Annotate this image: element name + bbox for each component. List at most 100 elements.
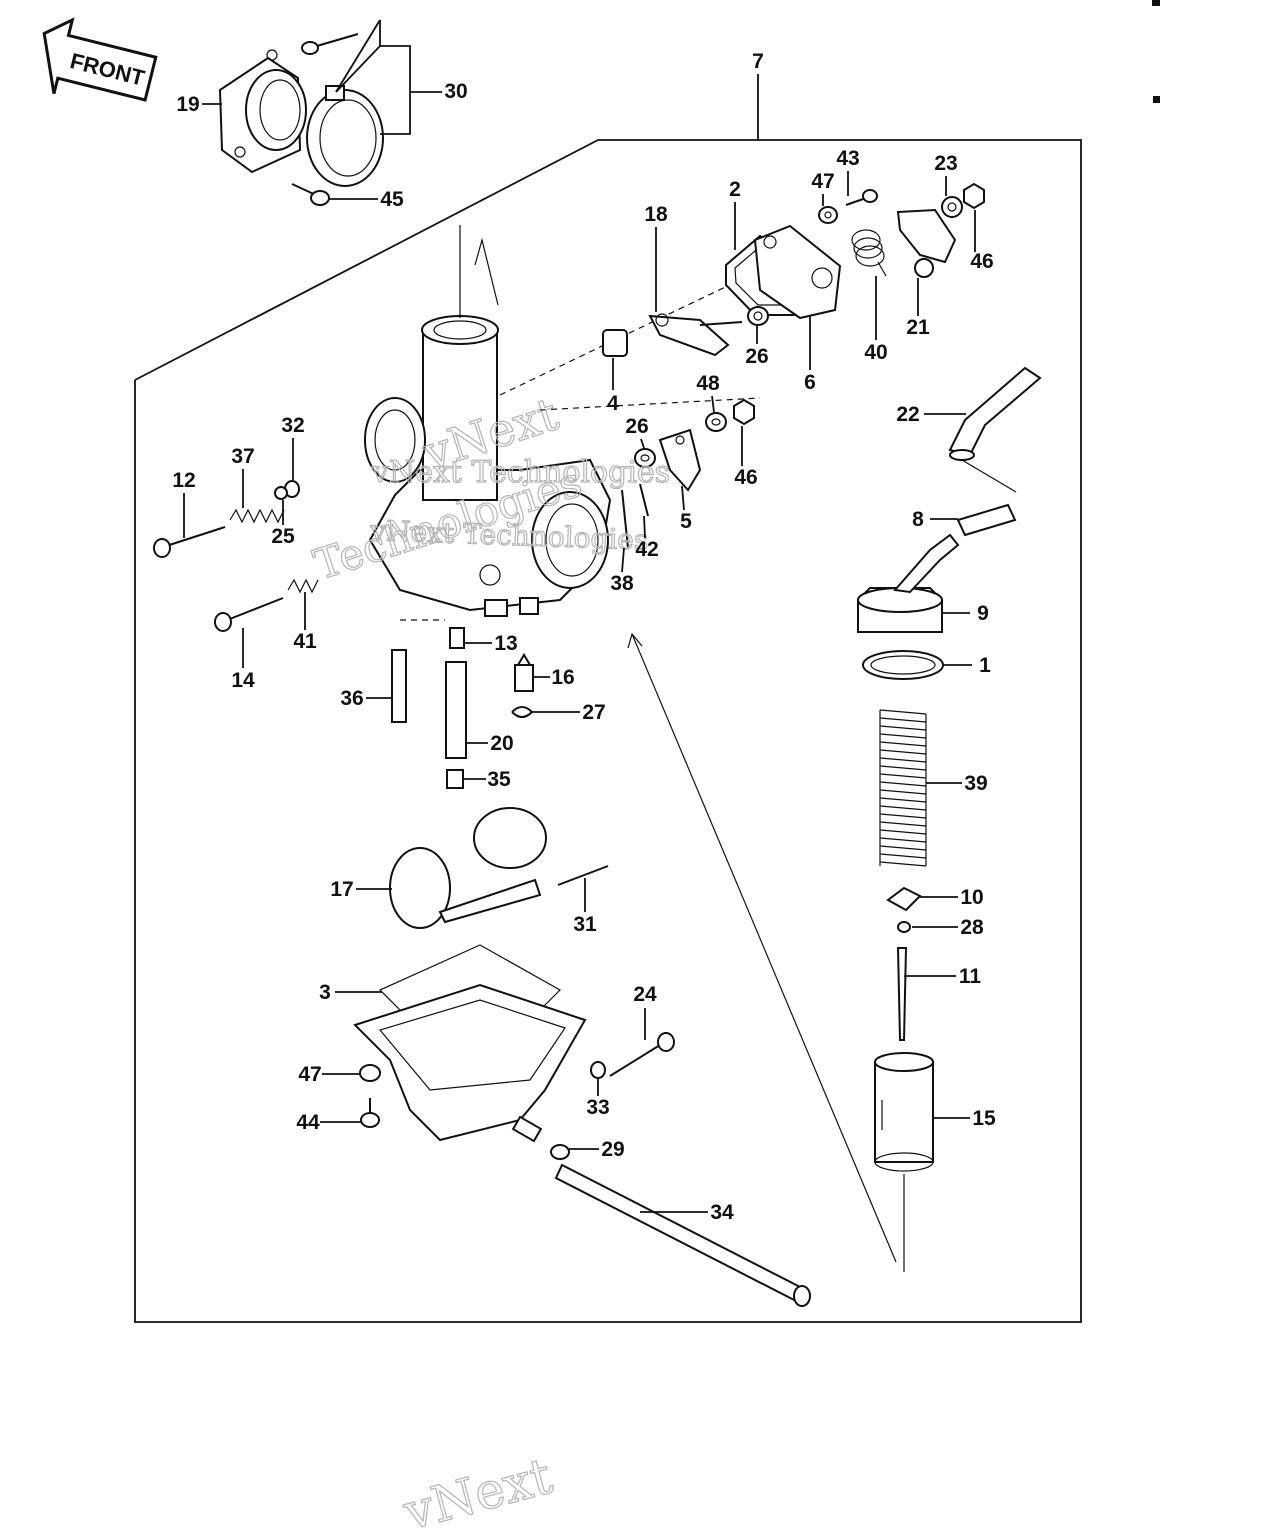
callout-number: 11 [959,965,982,988]
callout-c43: 43 [836,147,860,196]
needle-jet-36-part [391,649,407,723]
mixing-chamber-cap-9-part [857,533,960,633]
callout-leader-line [643,515,646,539]
assembly-guide-line [961,459,1017,493]
assembly-guide-line [539,397,761,411]
callout-c14: 14 [231,628,255,692]
callout-leader-line [380,92,411,135]
callout-c38: 38 [610,547,634,595]
callout-number: 18 [644,203,668,226]
callout-c44: 44 [296,1111,361,1134]
callout-number: 26 [745,345,768,368]
callout-number: 47 [811,170,834,193]
plug-4-part [602,329,628,357]
callout-number: 15 [972,1107,996,1130]
callout-c22: 22 [896,403,966,426]
callout-number: 41 [293,630,317,653]
callout-number: 25 [271,525,295,548]
corner-mark [1152,0,1160,6]
callout-c8: 8 [912,508,958,531]
slide-axis-arrow [474,237,499,306]
throttle-stop-link-part [648,313,743,357]
spring-40-part [851,229,887,277]
callout-c20: 20 [466,732,514,755]
callout-number: 19 [176,93,199,116]
callout-number: 26 [625,415,648,438]
float-bowl-part [353,983,587,1143]
callout-c11: 11 [904,965,981,988]
callout-c34: 34 [640,1201,734,1224]
callout-c3: 3 [319,981,382,1004]
jet-13-part [449,627,465,649]
callout-number: 31 [573,913,597,936]
callout-c2: 2 [729,178,741,250]
callout-number: 39 [964,772,987,795]
callout-number: 7 [752,50,764,73]
callout-c15: 15 [933,1107,996,1130]
float-17-part [389,807,547,929]
pilot-screw-12-part [153,526,226,558]
screw-43-part [845,189,878,206]
needle-clip-10-part [886,886,922,912]
callout-leader-line [711,395,715,413]
callout-number: 13 [494,632,517,655]
callout-c17: 17 [330,878,392,901]
screw-44-part [360,1098,380,1128]
nut-46-top-part [963,182,985,210]
spring-37-part [229,508,285,524]
assembly-guide-arrow [627,632,643,649]
callout-c32: 32 [281,414,305,480]
callout-c29: 29 [569,1138,625,1161]
washer-48-part [705,412,727,432]
callout-c41: 41 [293,592,317,653]
callout-number: 36 [340,687,363,710]
callout-c21: 21 [906,278,930,339]
callout-c46a: 46 [970,210,994,273]
screw-45-part [291,183,330,206]
callout-c6: 6 [804,316,816,394]
callout-c24: 24 [633,983,657,1040]
callout-number: 17 [330,878,353,901]
clip-28-part [897,921,911,933]
clip-29-part [550,1144,570,1160]
callout-c5: 5 [680,485,692,533]
callout-number: 21 [906,316,930,339]
callout-c40: 40 [864,276,888,364]
callout-number: 35 [487,768,511,791]
callout-c26b: 26 [625,415,649,449]
oring-25-part [274,486,288,500]
callout-number: 20 [490,732,513,755]
callout-number: 28 [960,916,984,939]
corner-mark [1153,96,1160,103]
spring-41-part [287,578,319,594]
callout-c19: 19 [176,93,222,116]
nut-46-mid-part [733,398,755,426]
callout-number: 27 [582,701,605,724]
callout-number: 33 [586,1096,609,1119]
callout-number: 40 [864,341,887,364]
callout-c31: 31 [573,878,597,936]
throttle-valve-15-part [874,1052,934,1172]
callout-number: 46 [734,466,757,489]
callout-number: 14 [231,669,255,692]
pin-38-part [621,489,629,549]
callout-number: 44 [296,1111,320,1134]
callout-c12: 12 [172,469,196,538]
callout-c13: 13 [464,632,518,655]
callout-c48: 48 [696,372,720,413]
callout-number: 30 [444,80,467,103]
callout-leader-line [335,19,381,93]
callout-c7: 7 [752,50,764,140]
callout-leader-line [681,485,685,511]
callout-c35: 35 [463,768,511,791]
jet-holder-20-part [445,661,467,759]
assembly-guide-line [631,633,897,1263]
callout-c39: 39 [926,772,988,795]
washer-47-bowl-part [359,1064,381,1082]
callout-c9: 9 [942,602,989,625]
callout-number: 37 [231,445,254,468]
callout-leader-line [640,438,645,449]
callout-c47b: 47 [298,1063,360,1086]
callout-number: 32 [281,414,304,437]
